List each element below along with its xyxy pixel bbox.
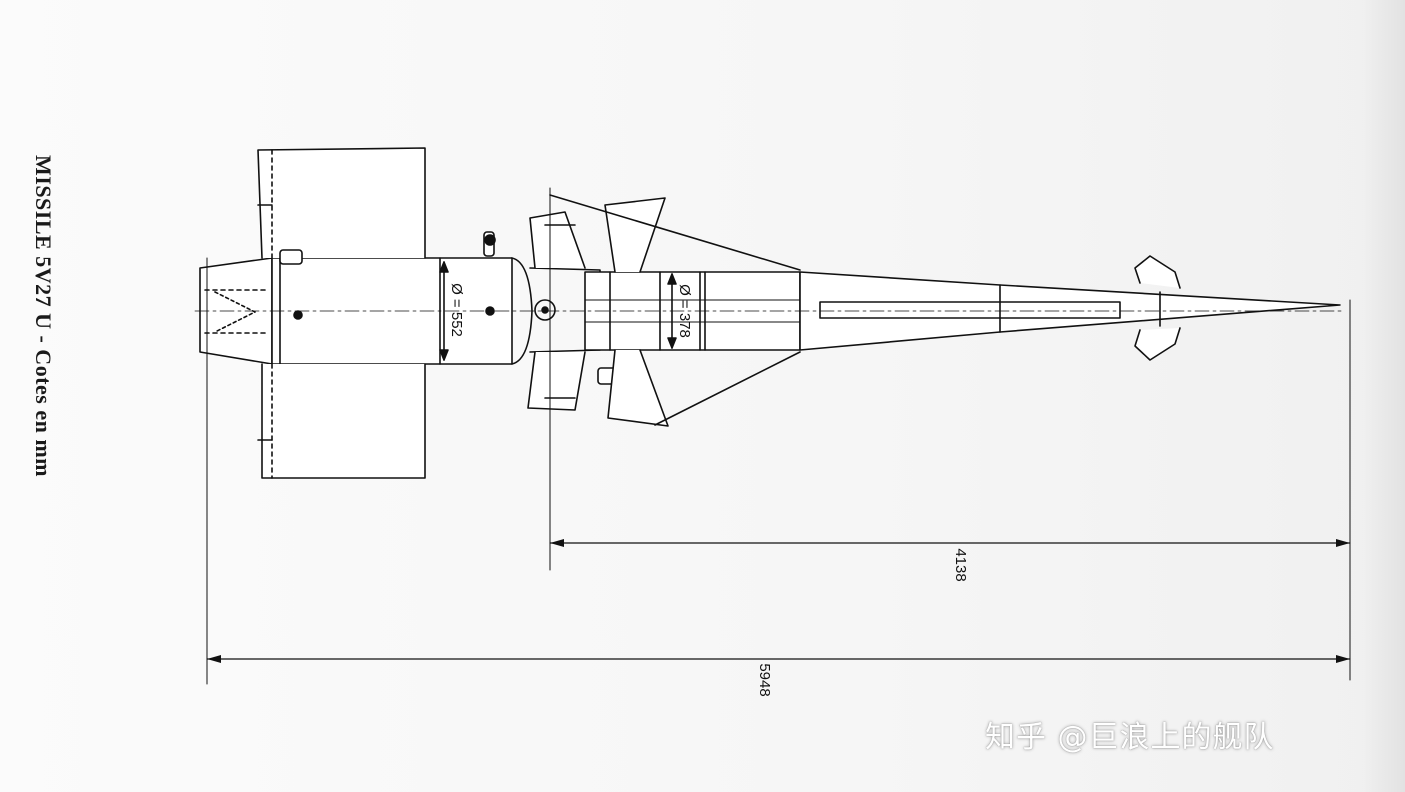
sustainer-wing-lower: [607, 349, 669, 427]
canard-upper: [1134, 255, 1181, 289]
drawing-title: MISSILE 5V27 U - Cotes en mm: [31, 155, 56, 477]
diameter-label-552: Ø = 552: [448, 283, 465, 337]
sustainer-wing-upper: [604, 197, 666, 273]
booster-section: [199, 147, 533, 479]
interstage: [527, 211, 617, 411]
booster-fin-upper: [257, 147, 426, 259]
length-label-5948: 5948: [756, 663, 773, 696]
nose-section: [799, 255, 1341, 361]
page-edge-shadow: [1360, 0, 1405, 792]
interstage-fin-lower: [527, 351, 586, 411]
length-label-4138: 4138: [952, 548, 969, 581]
booster-fin-lower: [261, 363, 426, 479]
diameter-label-378: Ø = 378: [676, 284, 693, 338]
interstage-fin-upper: [529, 211, 586, 269]
booster-nozzle: [199, 257, 273, 365]
watermark: 知乎 @巨浪上的舰队: [985, 720, 1275, 755]
sustainer-section: [549, 194, 801, 427]
canard-lower: [1134, 327, 1181, 361]
